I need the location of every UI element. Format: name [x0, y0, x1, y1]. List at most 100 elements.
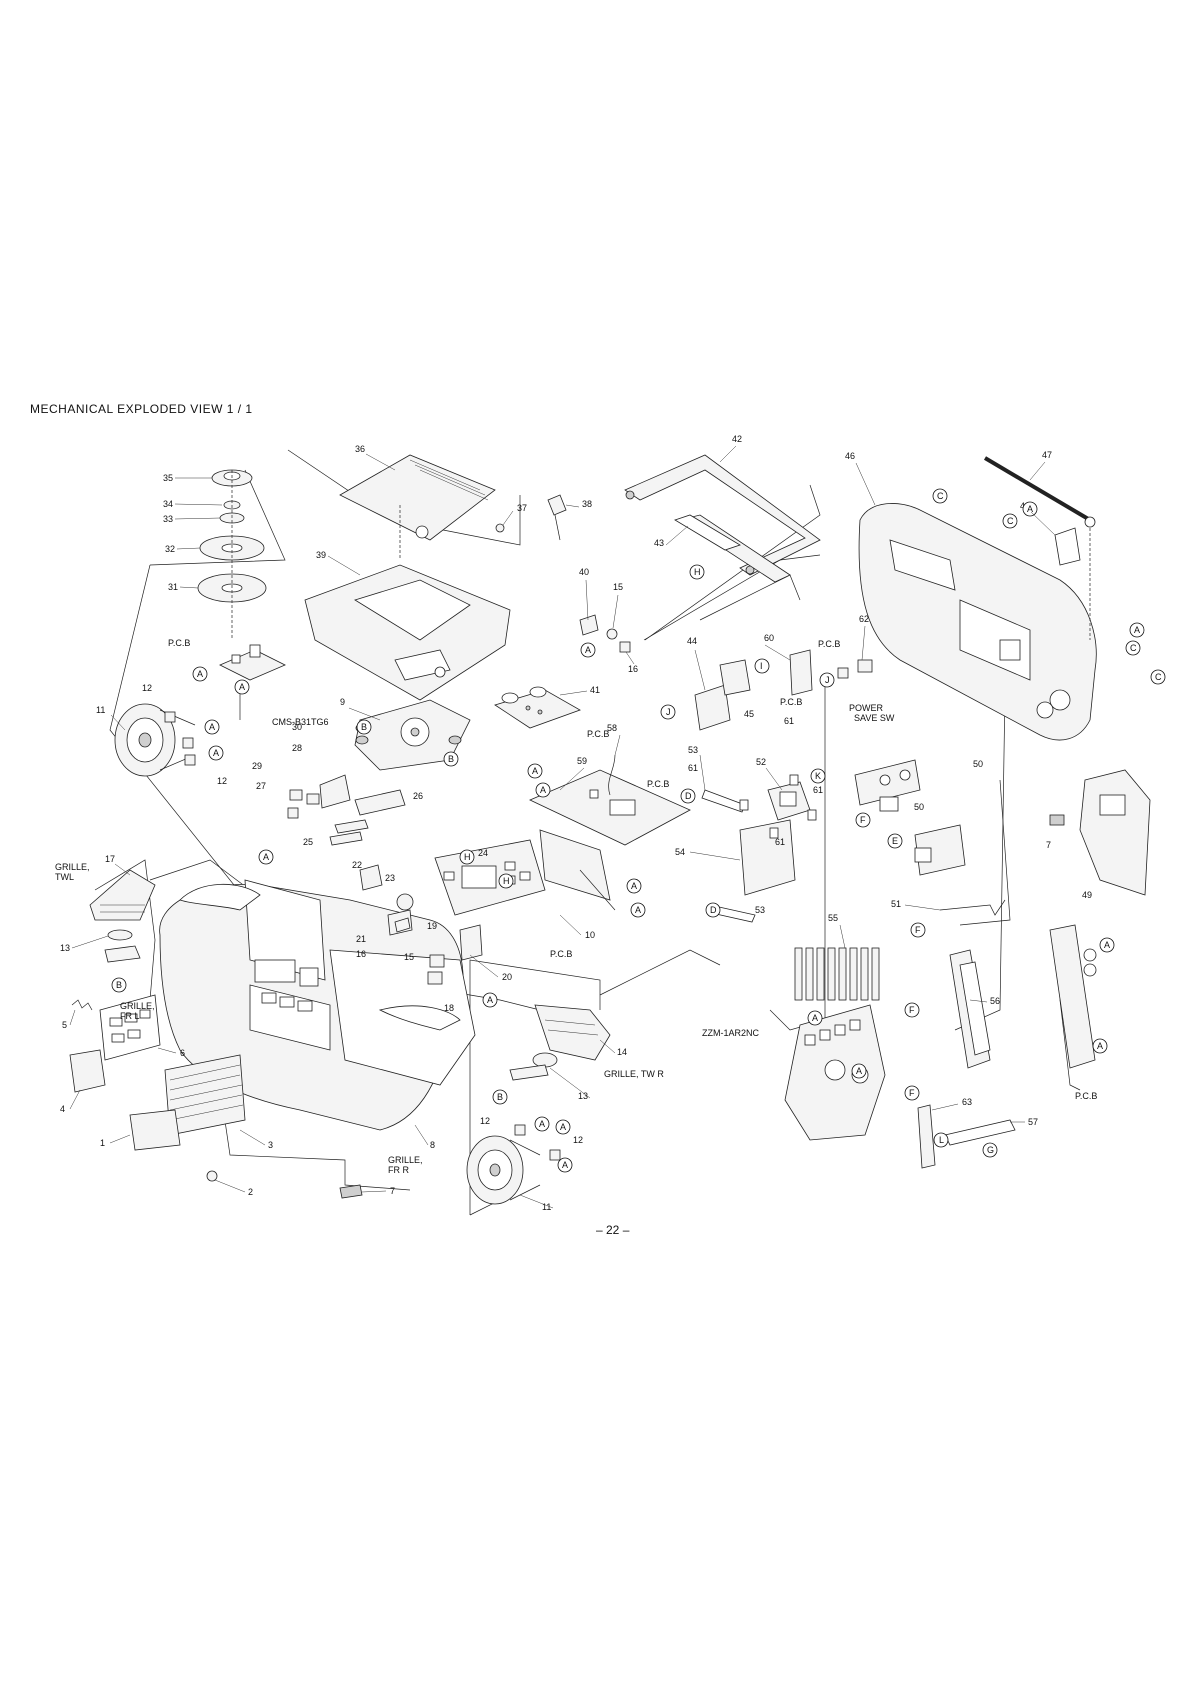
ref-marker-a: A — [1097, 1041, 1103, 1051]
part-7-foot — [339, 1184, 363, 1199]
part-label: 10 — [585, 930, 595, 940]
part-label: 26 — [413, 791, 423, 801]
ref-marker-h: H — [464, 852, 471, 862]
ref-marker-a: A — [585, 645, 591, 655]
part-label: 61 — [784, 716, 794, 726]
part-11-speaker-left — [114, 703, 196, 777]
part-label: 40 — [579, 567, 589, 577]
ref-marker-a: A — [263, 852, 269, 862]
part-number-labels: 1 2 3 4 5 6 7 7 8 9 10 11 11 12 12 12 12… — [60, 434, 1092, 1212]
part-label: 3 — [268, 1140, 273, 1150]
part-label: 28 — [292, 743, 302, 753]
part-label: 46 — [845, 451, 855, 461]
ref-marker-i: I — [760, 661, 763, 671]
grille-twl-label: TWL — [55, 872, 74, 882]
part-label: 24 — [478, 848, 488, 858]
grille-twl-label: GRILLE, — [55, 862, 90, 872]
part-label: 11 — [542, 1202, 551, 1212]
pcb-label: P.C.B — [1075, 1091, 1097, 1101]
part-label: 51 — [891, 899, 901, 909]
part-label: 31 — [168, 582, 178, 592]
part-51-rod — [939, 899, 1006, 916]
ref-marker-a: A — [213, 748, 219, 758]
pcb-label: P.C.B — [550, 949, 572, 959]
part-label: 63 — [962, 1097, 972, 1107]
part-label: 12 — [480, 1116, 490, 1126]
part-label: 50 — [914, 802, 924, 812]
component-text-labels: P.C.B P.C.B P.C.B P.C.B P.C.B P.C.B P.C.… — [55, 638, 1097, 1175]
part-label: 50 — [973, 759, 983, 769]
ref-marker-a: A — [539, 1119, 545, 1129]
part-label: 57 — [1028, 1117, 1038, 1127]
front-cabinet — [159, 879, 476, 1131]
parts-19-30-buttons — [287, 774, 483, 985]
pcb-right-vertical — [1049, 924, 1097, 1069]
part-48-bracket — [1054, 527, 1081, 566]
part-60-pcb — [789, 649, 813, 696]
part-42-handle — [624, 454, 821, 583]
pcb-label: P.C.B — [647, 779, 669, 789]
ref-marker-c: C — [937, 491, 944, 501]
parts-40-15-16 — [579, 614, 631, 653]
part-label: 4 — [60, 1104, 65, 1114]
part-9-cd-mechanism — [354, 699, 471, 771]
ref-marker-a: A — [856, 1066, 862, 1076]
ref-marker-l: L — [939, 1135, 944, 1145]
part-label: 36 — [355, 444, 365, 454]
part-label: 7 — [390, 1186, 395, 1196]
part-label: 27 — [256, 781, 266, 791]
part-label: 32 — [165, 544, 175, 554]
ref-marker-a: A — [1134, 625, 1140, 635]
part-24-display-panel — [434, 839, 546, 916]
ref-marker-a: A — [487, 995, 493, 1005]
part-6-front-panel-l — [99, 994, 161, 1061]
part-7-spacer-right — [1049, 814, 1065, 826]
power-save-label: SAVE SW — [854, 713, 895, 723]
power-save-label: POWER — [849, 703, 884, 713]
ref-marker-c: C — [1007, 516, 1014, 526]
part-label: 18 — [444, 1003, 454, 1013]
part-label: 11 — [96, 705, 105, 715]
part-47-antenna — [983, 456, 1096, 640]
part-label: 19 — [427, 921, 437, 931]
part-label: 13 — [60, 943, 70, 953]
part-label: 16 — [628, 664, 638, 674]
cms-label: CMS-B31TG6 — [272, 717, 329, 727]
part-4-cover — [69, 1049, 106, 1093]
grille-frr-label: FR R — [388, 1165, 409, 1175]
part-label: 61 — [813, 785, 823, 795]
part-label: 55 — [828, 913, 838, 923]
leader-lines — [69, 445, 1056, 1209]
part-label: 21 — [356, 934, 366, 944]
pcb-label: P.C.B — [818, 639, 840, 649]
part-label: 17 — [105, 854, 115, 864]
part-43-bracket — [674, 514, 741, 551]
parts-61-clips — [739, 774, 817, 839]
parts-37-38-cord — [495, 494, 567, 541]
pcb-upper-left — [219, 644, 286, 720]
part-label: 62 — [859, 614, 869, 624]
part-label: 59 — [577, 756, 587, 766]
part-label: 39 — [316, 550, 326, 560]
ref-marker-f: F — [909, 1005, 915, 1015]
part-label: 6 — [180, 1048, 185, 1058]
part-52-transformer — [767, 781, 811, 821]
ref-marker-h: H — [694, 567, 701, 577]
part-39-cd-door — [304, 564, 511, 701]
ref-marker-f: F — [915, 925, 921, 935]
ref-marker-a: A — [209, 722, 215, 732]
ref-marker-b: B — [448, 754, 454, 764]
part-label: 44 — [687, 636, 697, 646]
grille-frl-label: GRILLE, — [120, 1001, 155, 1011]
ref-marker-a: A — [1027, 504, 1033, 514]
part-57-arm — [944, 1119, 1016, 1146]
parts-12-clips — [164, 711, 561, 1161]
parts-44-45-switch — [694, 659, 751, 731]
ref-marker-a: A — [532, 766, 538, 776]
part-label: 38 — [582, 499, 592, 509]
pcb-label: P.C.B — [587, 729, 609, 739]
part-label: 12 — [142, 683, 152, 693]
part-36-lid — [339, 454, 496, 560]
ref-marker-e: E — [892, 836, 898, 846]
